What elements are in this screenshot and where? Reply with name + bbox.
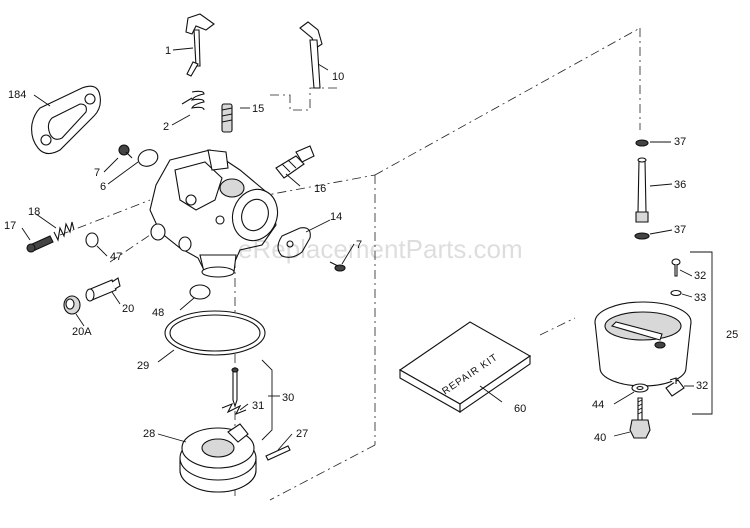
part-18-spring xyxy=(53,221,75,242)
part-33-washer xyxy=(670,289,682,297)
label-part-6: 6 xyxy=(100,181,106,193)
label-part-32-upper: 32 xyxy=(694,270,706,282)
part-29-bowl-gasket xyxy=(164,310,266,356)
label-part-20: 20 xyxy=(122,303,134,315)
part-32-valve-upper xyxy=(671,258,681,277)
part-48-seal xyxy=(189,284,211,300)
part-6-throttle-plate xyxy=(137,149,159,167)
label-part-10: 10 xyxy=(332,71,344,83)
part-27-float-pin xyxy=(265,445,291,461)
leader-lines xyxy=(21,47,713,451)
label-part-20A: 20A xyxy=(72,326,92,338)
label-part-30: 30 xyxy=(282,392,294,404)
carburetor-body xyxy=(149,149,279,278)
label-part-25: 25 xyxy=(726,329,738,341)
label-part-14: 14 xyxy=(330,211,342,223)
label-part-60: 60 xyxy=(514,403,526,415)
part-10-choke-shaft xyxy=(299,21,323,89)
part-17-needle-screw xyxy=(26,235,54,253)
label-part-15: 15 xyxy=(252,103,264,115)
part-14-cover-plate xyxy=(277,227,311,258)
label-part-16: 16 xyxy=(314,183,326,195)
part-7-screw-lower xyxy=(329,261,346,272)
part-32-valve-lower xyxy=(665,377,685,397)
watermark-text: eReplacementParts.com xyxy=(238,234,523,264)
label-part-31: 31 xyxy=(252,400,264,412)
part-31-float-needle xyxy=(221,367,247,416)
part-37-washer-upper xyxy=(635,139,649,147)
part-7-screw-upper xyxy=(118,144,133,159)
part-labels: 1 10 184 2 15 7 6 16 17 18 47 14 7 20 48… xyxy=(4,45,738,444)
label-part-29: 29 xyxy=(137,360,149,372)
part-44-washer xyxy=(631,383,649,393)
label-part-47: 47 xyxy=(110,251,122,263)
label-part-44: 44 xyxy=(592,399,604,411)
label-part-18: 18 xyxy=(28,206,40,218)
fuel-bowl xyxy=(594,301,692,387)
label-part-32-lower: 32 xyxy=(696,380,708,392)
part-15-screw xyxy=(221,103,233,133)
part-184-gasket xyxy=(31,85,101,155)
label-part-7-lower: 7 xyxy=(356,239,362,251)
label-part-1: 1 xyxy=(165,45,171,57)
label-part-2: 2 xyxy=(163,121,169,133)
label-part-33: 33 xyxy=(694,292,706,304)
label-part-37-lower: 37 xyxy=(674,224,686,236)
label-part-40: 40 xyxy=(594,432,606,444)
part-40-bowl-screw xyxy=(629,397,651,439)
part-20-jet xyxy=(85,277,121,302)
part-47-o-ring xyxy=(85,232,99,248)
part-16-fuel-fitting xyxy=(275,145,315,179)
label-part-17: 17 xyxy=(4,220,16,232)
label-part-36: 36 xyxy=(674,179,686,191)
part-37-washer-lower xyxy=(634,232,650,240)
label-part-184: 184 xyxy=(8,89,26,101)
label-part-48: 48 xyxy=(152,307,164,319)
part-60-repair-kit: REPAIR KIT xyxy=(398,321,532,414)
part-2-spring xyxy=(181,90,205,111)
label-part-28: 28 xyxy=(143,428,155,440)
part-20A-cap xyxy=(63,295,81,315)
label-part-7-upper: 7 xyxy=(94,167,100,179)
part-36-main-jet xyxy=(635,157,649,223)
part-28-float xyxy=(179,423,257,493)
part-1-throttle-lever xyxy=(185,13,215,77)
label-part-27: 27 xyxy=(296,428,308,440)
label-part-37-upper: 37 xyxy=(674,136,686,148)
